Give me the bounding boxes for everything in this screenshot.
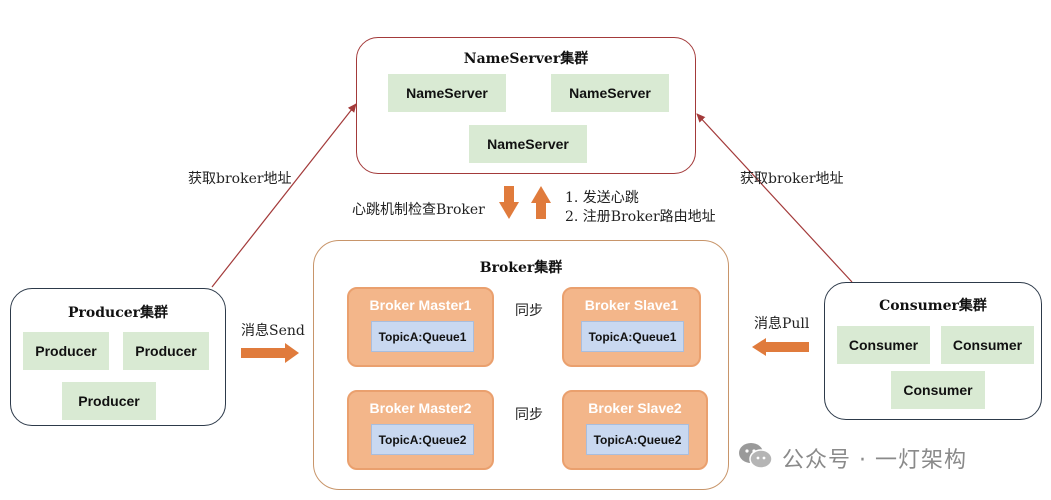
broker-master1-title: Broker Master1 [369,297,472,313]
producer-cluster-title: Producer集群 [67,305,169,321]
producer-to-nameserver-line [211,103,357,288]
broker-slave1-title: Broker Slave1 [584,297,679,313]
pull-left-arrow [752,338,809,356]
nameserver-node: NameServer [388,74,506,112]
producer-get-broker-label: 获取broker地址 [188,171,292,187]
sync-label-2: 同步 [515,407,543,423]
broker-slave1: Broker Slave1 TopicA:Queue1 [562,287,701,367]
producer-node: Producer [123,332,209,370]
nameserver-cluster: NameServer集群 NameServer NameServer NameS… [356,37,696,174]
send-right-arrow [241,343,299,363]
message-pull-label: 消息Pull [754,316,810,332]
broker-master2: Broker Master2 TopicA:Queue2 [347,390,494,470]
broker-cluster-title: Broker集群 [479,260,563,276]
send-heartbeat-label: 1. 发送心跳 [565,190,639,206]
consumer-cluster: Consumer集群 Consumer Consumer Consumer [824,282,1042,420]
heartbeat-down-arrow [499,186,519,219]
nameserver-node: NameServer [469,125,587,163]
broker-master2-title: Broker Master2 [369,400,472,416]
sync-label-1: 同步 [515,303,543,319]
broker-master1: Broker Master1 TopicA:Queue1 [347,287,494,367]
consumer-node: Consumer [837,326,930,364]
producer-cluster: Producer集群 Producer Producer Producer [10,288,226,426]
nameserver-node: NameServer [551,74,669,112]
broker-slave2-title: Broker Slave2 [588,400,682,416]
broker-slave2-queue: TopicA:Queue2 [586,424,689,455]
register-route-label: 2. 注册Broker路由地址 [565,209,716,225]
broker-slave1-queue: TopicA:Queue1 [581,321,684,352]
producer-node: Producer [62,382,156,420]
nameserver-cluster-title: NameServer集群 [463,51,589,67]
register-up-arrow [531,186,551,219]
consumer-get-broker-label: 获取broker地址 [740,171,844,187]
consumer-node: Consumer [891,371,985,409]
consumer-to-nameserver-line [696,113,853,283]
producer-node: Producer [23,332,109,370]
consumer-cluster-title: Consumer集群 [879,298,987,314]
broker-slave2: Broker Slave2 TopicA:Queue2 [562,390,708,470]
wechat-icon [738,441,774,471]
message-send-label: 消息Send [241,323,305,339]
broker-master2-queue: TopicA:Queue2 [371,424,474,455]
consumer-node: Consumer [941,326,1034,364]
broker-master1-queue: TopicA:Queue1 [371,321,474,352]
heartbeat-check-label: 心跳机制检查Broker [352,202,485,218]
watermark-text: 公众号 · 一灯架构 [782,448,967,473]
